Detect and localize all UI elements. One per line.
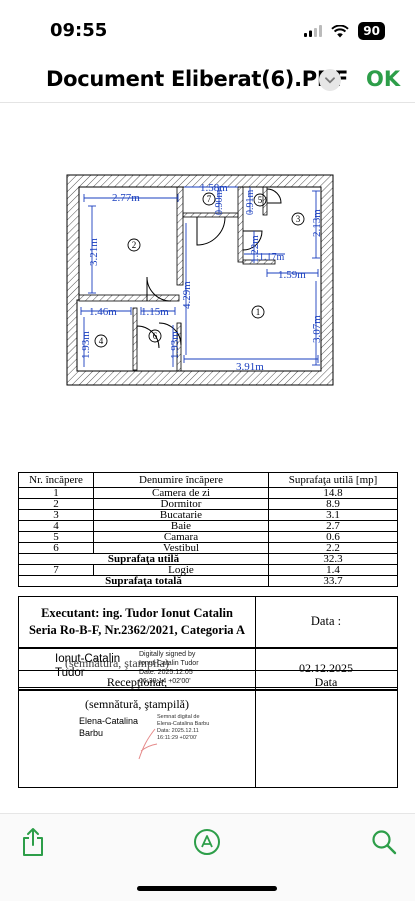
dim-1-59: 1.59m	[278, 269, 306, 281]
reception-label: Recepţionat,	[106, 675, 168, 689]
dimension-lines	[80, 186, 320, 367]
executant-license: Seria Ro-B-F, Nr.2362/2021, Categoria A	[28, 623, 246, 637]
wall-room2-bottom	[78, 294, 180, 302]
room-number-7: 7	[207, 194, 212, 204]
dim-3-21: 3.21m	[88, 238, 100, 266]
reception-row: Recepţionat, Data	[18, 670, 398, 690]
reception-stamp-label: (semnătură, ştampilă)	[85, 697, 189, 711]
wall-room2-right	[176, 186, 184, 286]
dim-0-90: 0.90m	[214, 190, 225, 216]
wall-kitchen-left	[237, 186, 244, 263]
share-button[interactable]	[18, 826, 48, 858]
dim-4-29: 4.29m	[181, 281, 193, 309]
status-bar: 09:55 90	[0, 0, 415, 58]
dim-3-91: 3.91m	[236, 361, 264, 373]
executant-block: Executant: ing. Tudor Ionut Catalin Seri…	[18, 596, 398, 648]
title-menu-button[interactable]	[319, 69, 341, 91]
ok-button[interactable]: OK	[366, 67, 401, 91]
home-indicator[interactable]	[137, 886, 277, 891]
digital-signature-details: Digitally signed by Ionut-Catalin Tudor …	[139, 651, 199, 685]
dim-1-22: 1.22m	[249, 235, 261, 263]
dim-1-46: 1.46m	[89, 306, 117, 318]
share-icon	[23, 828, 43, 856]
room-number-4: 4	[99, 336, 104, 346]
status-time: 09:55	[50, 20, 108, 41]
room-number-3: 3	[296, 214, 301, 224]
cellular-signal-icon	[304, 25, 323, 37]
wall-kitchen-bottom	[242, 259, 276, 265]
chevron-down-icon	[325, 76, 335, 83]
table-header: Nr. încăpere Denumire încăpere Suprafaţa…	[18, 472, 398, 488]
dim-2-77: 2.77m	[112, 192, 140, 204]
wall-room4-right	[132, 307, 138, 371]
dim-2-13: 2.13m	[311, 209, 323, 237]
header-room-name: Denumire încăpere	[93, 472, 269, 488]
wall-room6-right	[176, 322, 182, 372]
dim-1-15: 1.15m	[141, 306, 169, 318]
room-area-table: Nr. încăpere Denumire încăpere Suprafaţa…	[18, 472, 398, 587]
signature-date: 02.12.2025	[299, 661, 353, 675]
status-icons: 90	[304, 20, 385, 42]
search-button[interactable]	[369, 826, 399, 858]
dim-1-17: 1.17m	[259, 252, 285, 263]
room-number-5: 5	[258, 195, 263, 205]
executant-signature-block: (semnătura, ştampila) Ionut-Catalin Tudo…	[18, 648, 398, 688]
wifi-icon	[331, 24, 349, 37]
reception-signature-details: Semnat digital de Elena-Catalina Barbu D…	[157, 714, 210, 741]
dim-0-91: 0.91m	[245, 190, 256, 216]
markup-icon	[194, 829, 220, 855]
bottom-toolbar	[0, 813, 415, 901]
header-useful-area: Suprafaţa utilă [mp]	[268, 472, 398, 488]
markup-button[interactable]	[192, 826, 222, 858]
dim-1-58: 1.58m	[200, 182, 228, 194]
pdf-page[interactable]: 2.77m 1.58m 1.17m 1.59m 1.46m 1.15m 3.91…	[0, 103, 415, 813]
header-room-number: Nr. încăpere	[18, 472, 94, 488]
battery-indicator: 90	[358, 22, 385, 40]
reception-signature-name: Elena-Catalina Barbu	[79, 716, 139, 738]
document-title[interactable]: Document Eliberat(6).PDF	[46, 67, 349, 91]
wall-camara-right	[262, 186, 268, 216]
floor-plan: 2.77m 1.58m 1.17m 1.59m 1.46m 1.15m 3.91…	[66, 174, 334, 386]
wall-logie-bottom	[182, 212, 239, 218]
dim-3-07: 3.07m	[311, 315, 323, 343]
signature-scribble	[138, 728, 158, 760]
executant-name: Executant: ing. Tudor Ionut Catalin	[41, 606, 233, 620]
room-number-2: 2	[132, 240, 137, 250]
signature-stamp-label: (semnătura, ştampila)	[65, 656, 169, 670]
search-icon	[372, 830, 397, 855]
room-number-1: 1	[256, 307, 261, 317]
dim-1-93-left: 1.93m	[80, 331, 92, 359]
executant-date-label: Data :	[310, 614, 342, 628]
document-navbar: Document Eliberat(6).PDF OK	[0, 58, 415, 103]
reception-date-label: Data	[314, 675, 338, 689]
dim-1-93-right: 1.93m	[169, 331, 181, 359]
reception-signature-block: (semnătură, ştampilă) Elena-Catalina Bar…	[18, 690, 398, 788]
room-number-6: 6	[153, 331, 158, 341]
